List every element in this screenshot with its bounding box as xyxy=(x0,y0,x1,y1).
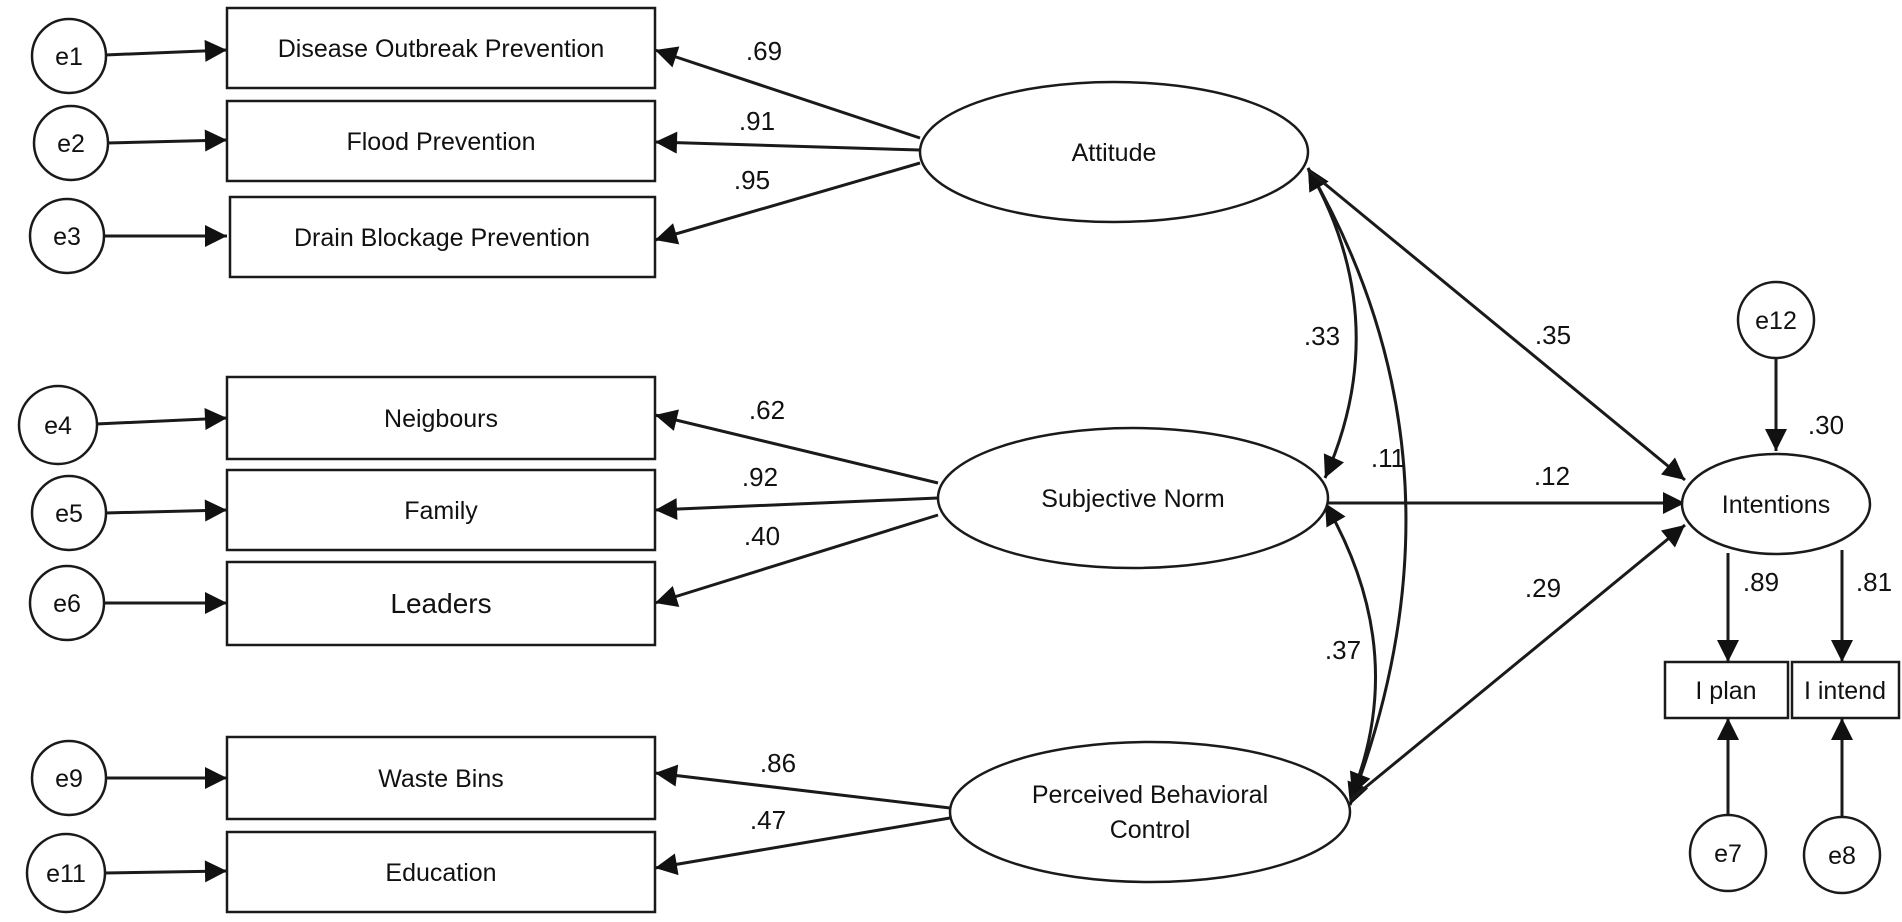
coef-att-sn: .33 xyxy=(1304,321,1340,351)
coef-pbc-education: .47 xyxy=(750,805,786,835)
error-e4: e4 xyxy=(17,384,99,466)
indicator-neigbours: Neigbours xyxy=(225,375,657,461)
error-e11: e11 xyxy=(25,832,107,914)
indicator-waste-bins: Waste Bins xyxy=(225,735,657,821)
coef-sn-pbc: .37 xyxy=(1325,635,1361,665)
svg-text:Disease Outbreak Prevention: Disease Outbreak Prevention xyxy=(278,35,605,63)
coef-sn-leaders: .40 xyxy=(744,521,780,551)
latent-subjective-norm: Subjective Norm xyxy=(936,426,1330,570)
coef-att-flood: .91 xyxy=(739,106,775,136)
error-e6: e6 xyxy=(28,564,106,642)
svg-text:Leaders: Leaders xyxy=(390,588,491,619)
svg-text:Education: Education xyxy=(385,859,496,887)
svg-text:Family: Family xyxy=(404,497,478,525)
coef-int-r2: .30 xyxy=(1808,410,1844,440)
svg-text:e3: e3 xyxy=(53,223,81,251)
latent-perceived-behavioral-control: Perceived Behavioral Control xyxy=(948,740,1352,884)
svg-text:Subjective Norm: Subjective Norm xyxy=(1041,485,1224,513)
svg-text:e11: e11 xyxy=(46,860,86,888)
latent-attitude: Attitude xyxy=(918,80,1310,224)
loading-arrows xyxy=(654,46,951,876)
svg-text:e1: e1 xyxy=(55,43,83,71)
svg-text:Neigbours: Neigbours xyxy=(384,405,498,433)
error-e2: e2 xyxy=(32,104,110,182)
svg-text:e4: e4 xyxy=(44,412,72,440)
svg-text:Attitude: Attitude xyxy=(1072,139,1157,167)
error-e9: e9 xyxy=(30,739,108,817)
coef-att-disease: .69 xyxy=(746,36,782,66)
svg-text:Perceived Behavioral: Perceived Behavioral xyxy=(1032,781,1268,809)
coef-sn-family: .92 xyxy=(742,462,778,492)
indicator-family: Family xyxy=(225,468,657,552)
svg-text:e5: e5 xyxy=(55,500,83,528)
coef-sn-int: .12 xyxy=(1534,461,1570,491)
coef-int-iintend: .81 xyxy=(1856,567,1892,597)
coef-int-iplan: .89 xyxy=(1743,567,1779,597)
indicator-i-plan: I plan xyxy=(1663,660,1790,720)
structural-paths xyxy=(1307,168,1853,817)
svg-text:e12: e12 xyxy=(1755,307,1797,335)
svg-text:e7: e7 xyxy=(1714,840,1742,868)
coef-att-int: .35 xyxy=(1535,320,1571,350)
error-e12: e12 xyxy=(1736,280,1816,360)
indicator-education: Education xyxy=(225,830,657,914)
svg-text:Drain Blockage Prevention: Drain Blockage Prevention xyxy=(294,224,590,252)
error-e3: e3 xyxy=(28,197,106,275)
coef-att-pbc: .11 xyxy=(1371,443,1405,473)
error-e5: e5 xyxy=(30,474,108,552)
svg-text:e6: e6 xyxy=(53,590,81,618)
error-arrows xyxy=(95,39,228,883)
coef-pbc-int: .29 xyxy=(1525,573,1561,603)
error-e8: e8 xyxy=(1802,815,1882,895)
svg-text:Control: Control xyxy=(1110,816,1191,844)
indicator-disease-outbreak-prevention: Disease Outbreak Prevention xyxy=(225,6,657,90)
svg-text:e9: e9 xyxy=(55,765,83,793)
svg-text:e2: e2 xyxy=(57,130,85,158)
coef-sn-neighbours: .62 xyxy=(749,395,785,425)
error-e1: e1 xyxy=(30,17,108,95)
indicator-flood-prevention: Flood Prevention xyxy=(225,99,657,183)
svg-text:e8: e8 xyxy=(1828,842,1856,870)
svg-text:I plan: I plan xyxy=(1695,677,1756,705)
latent-intentions: Intentions xyxy=(1680,452,1872,556)
indicator-drain-blockage-prevention: Drain Blockage Prevention xyxy=(228,195,657,279)
svg-text:I intend: I intend xyxy=(1804,677,1886,705)
indicator-i-intend: I intend xyxy=(1790,660,1901,720)
svg-text:Intentions: Intentions xyxy=(1722,491,1830,519)
svg-text:Flood Prevention: Flood Prevention xyxy=(346,128,535,156)
error-e7: e7 xyxy=(1688,813,1768,893)
coef-att-drain: .95 xyxy=(734,165,770,195)
svg-text:Waste Bins: Waste Bins xyxy=(378,765,504,793)
coefficient-labels: .69 .91 .95 .62 .92 .40 .86 .47 .33 .11 … xyxy=(734,36,1892,835)
covariance-arrows xyxy=(1306,167,1408,806)
indicator-leaders: Leaders xyxy=(225,560,657,647)
coef-pbc-waste: .86 xyxy=(760,748,796,778)
